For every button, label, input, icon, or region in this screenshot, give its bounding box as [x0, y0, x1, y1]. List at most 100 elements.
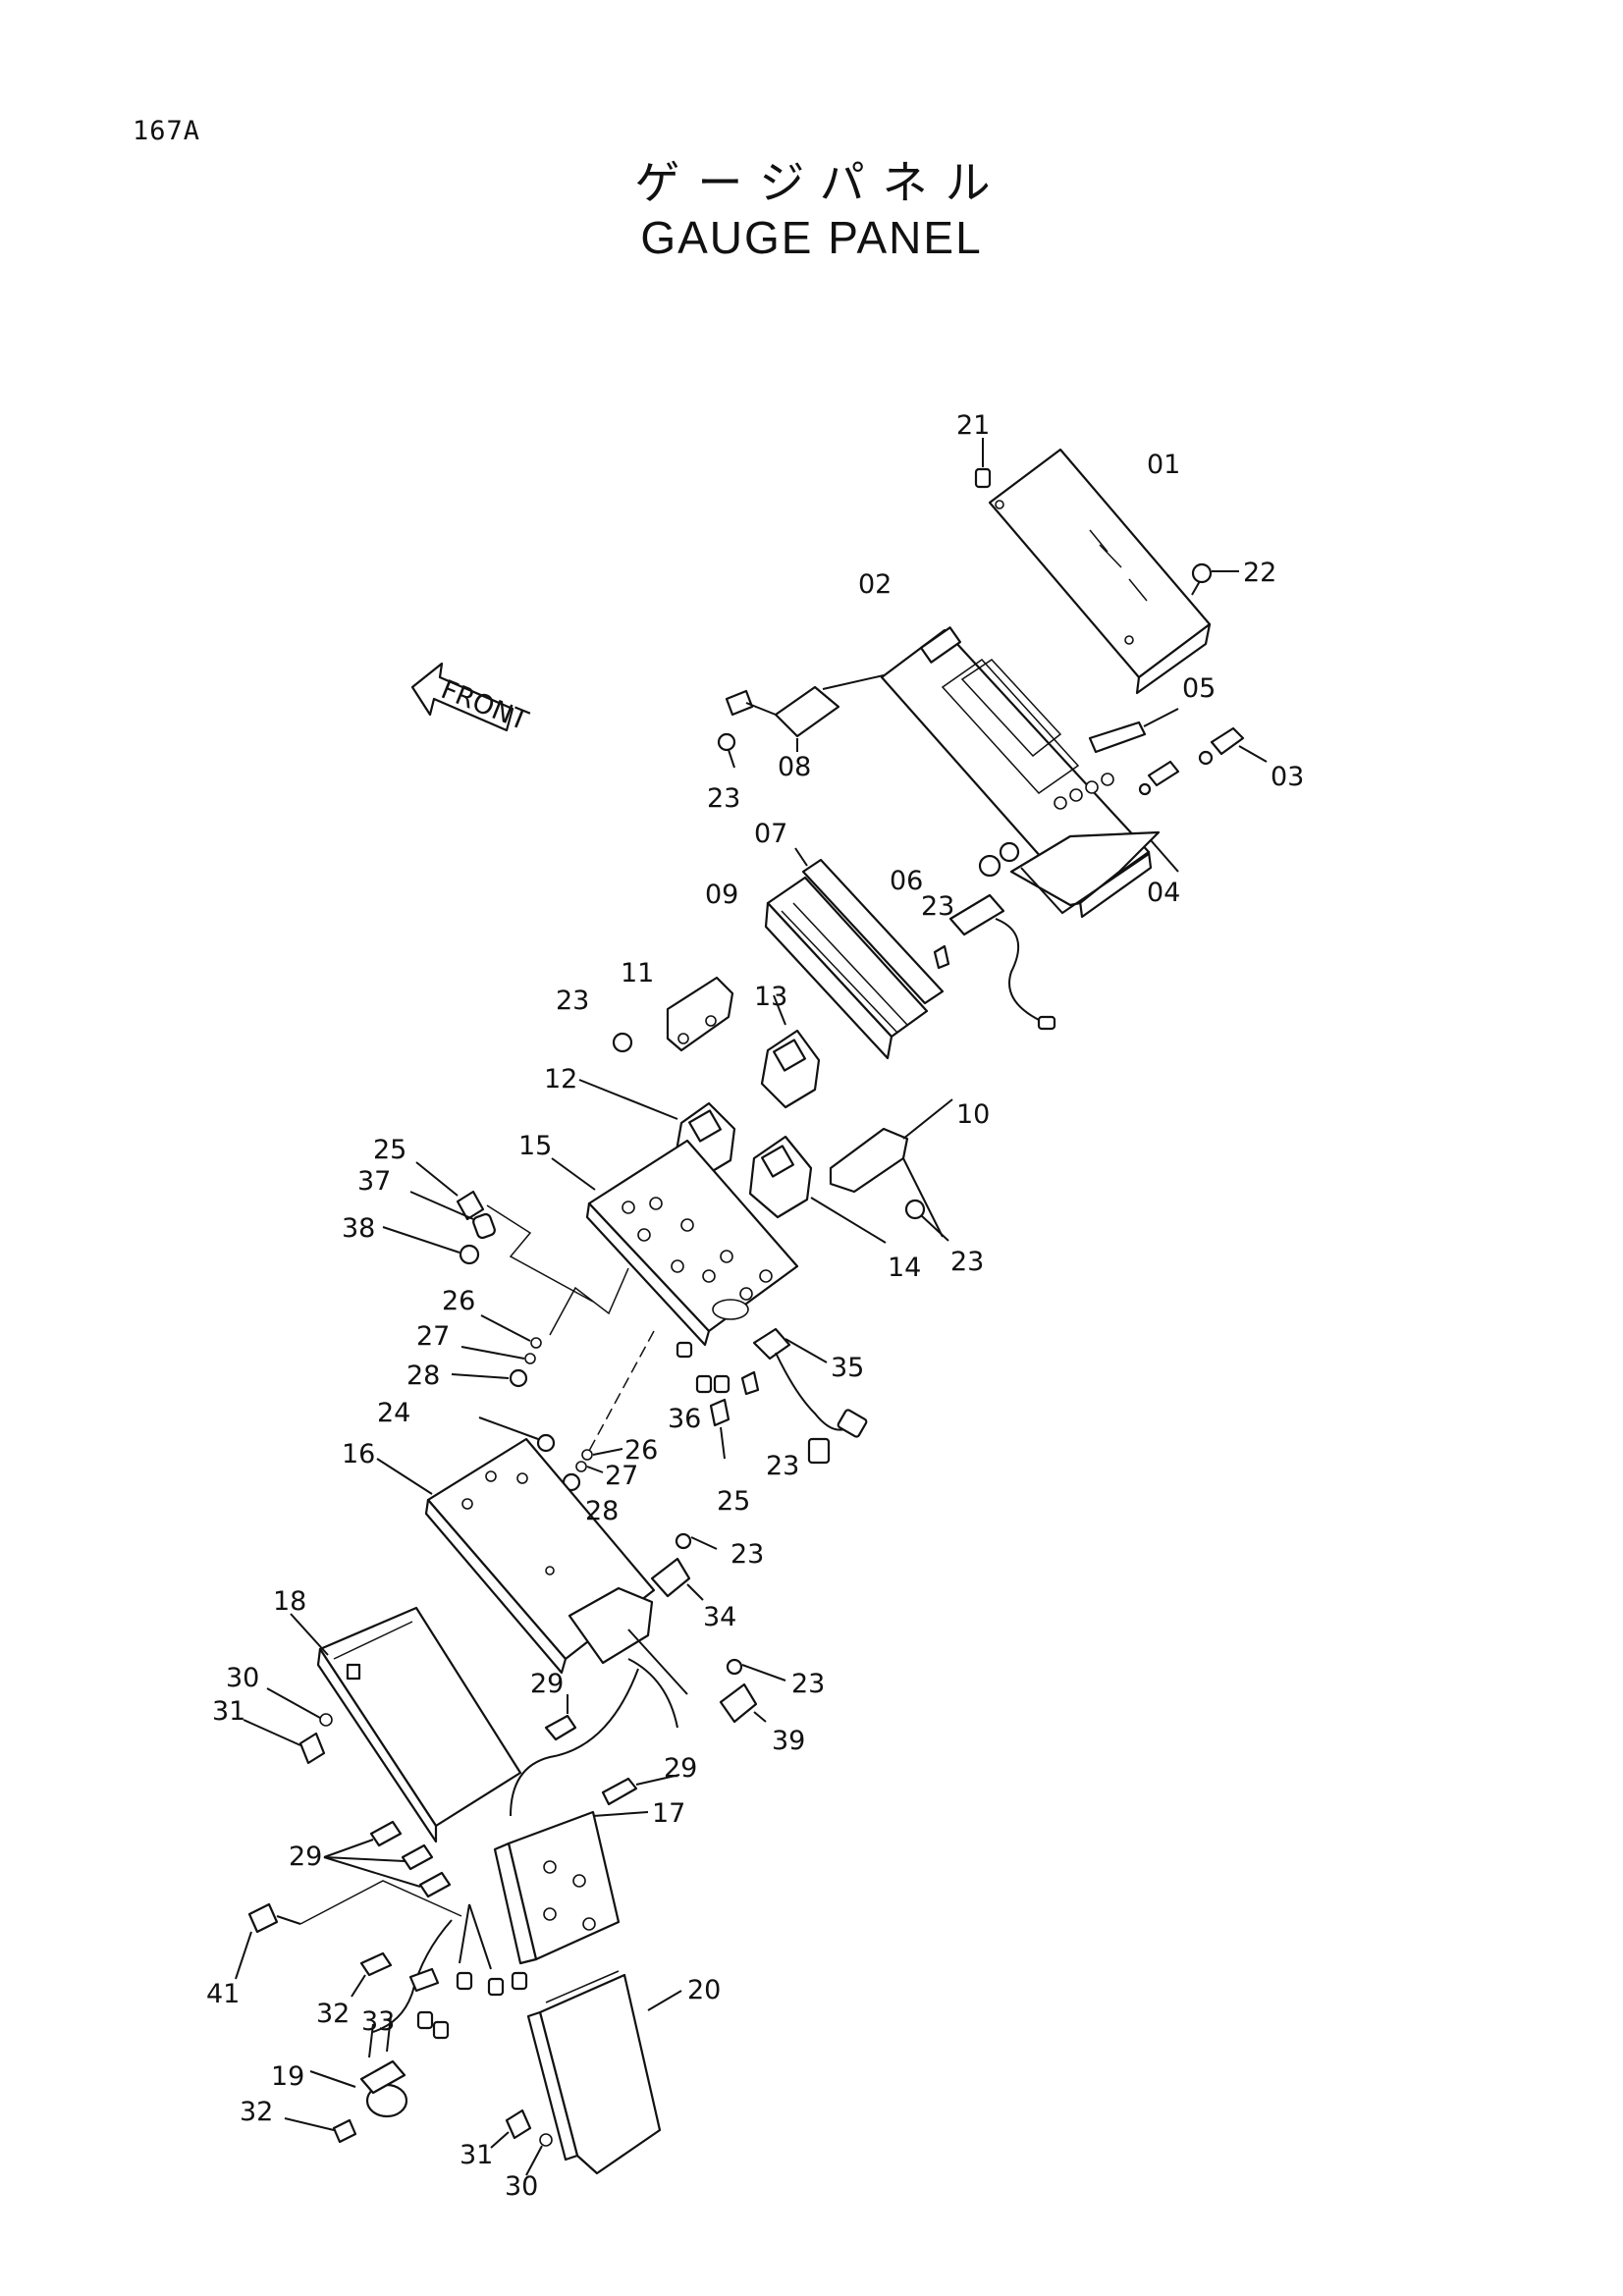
- callout-33: 33: [361, 2006, 395, 2037]
- callout-03: 03: [1271, 762, 1304, 792]
- part-15-main-plate: [551, 1139, 799, 1347]
- callout-27-a: 27: [416, 1321, 450, 1352]
- callout-20: 20: [687, 1975, 721, 2005]
- front-arrow: FRONT: [410, 662, 533, 737]
- part-39-clamp: [627, 1629, 786, 1724]
- part-23-screw-e: [740, 1370, 760, 1396]
- callout-25-b: 25: [717, 1486, 750, 1517]
- part-16-lower-plate: [376, 1437, 678, 1729]
- callout-41: 41: [206, 1979, 240, 2009]
- part-06-connector: [948, 841, 1056, 1031]
- callout-32-a: 32: [316, 1999, 350, 2029]
- title-japanese: ゲージパネル: [634, 156, 1008, 209]
- part-30-washer-b: [525, 2133, 553, 2176]
- callout-07: 07: [754, 819, 787, 849]
- callout-31-b: 31: [460, 2140, 493, 2170]
- callout-35: 35: [831, 1353, 864, 1383]
- callout-38: 38: [342, 1213, 375, 1244]
- part-14-gauge: [748, 1135, 887, 1244]
- callout-21: 21: [956, 410, 990, 441]
- part-30-washer-a: [266, 1687, 333, 1727]
- part-25-screw-a: [415, 1161, 485, 1221]
- part-26-washer-a: [480, 1314, 542, 1349]
- part-17-bracket: [493, 1810, 649, 1965]
- callout-26-b: 26: [624, 1435, 658, 1466]
- part-23-screw-a: [717, 732, 736, 769]
- part-25-screw-b: [709, 1398, 730, 1460]
- callout-23-c: 23: [556, 986, 589, 1016]
- callout-09: 09: [705, 880, 738, 910]
- callout-28-a: 28: [406, 1361, 440, 1391]
- part-23-screw-c: [612, 1032, 633, 1053]
- callout-39: 39: [772, 1726, 805, 1756]
- callout-28-b: 28: [585, 1496, 619, 1526]
- callout-02: 02: [858, 569, 892, 600]
- part-32-bolt-a: [351, 1951, 393, 1998]
- callout-19: 19: [271, 2061, 304, 2092]
- part-31-bolt-a: [243, 1719, 326, 1765]
- part-09-lamp-housing: [764, 876, 929, 1060]
- callout-23-g: 23: [791, 1669, 825, 1699]
- callout-23-a: 23: [707, 783, 740, 814]
- page-number: 167A: [133, 116, 201, 146]
- part-22-screw: [1191, 562, 1239, 596]
- callout-14: 14: [888, 1253, 921, 1283]
- part-31-bolt-b: [490, 2109, 532, 2149]
- part-11-bracket: [666, 976, 734, 1052]
- part-38-nut: [382, 1226, 480, 1265]
- callout-labels: 21 01 22 02 05 03 08 23 04 07 09 06 23 1…: [206, 410, 1304, 2202]
- part-33-harness: [372, 1903, 528, 2040]
- callout-04: 04: [1147, 878, 1180, 908]
- callout-36: 36: [668, 1404, 701, 1434]
- part-13-gauge: [760, 994, 821, 1109]
- callout-08: 08: [778, 752, 811, 782]
- part-07-lamp-cover: [794, 847, 945, 1005]
- callout-11: 11: [621, 958, 654, 988]
- part-02-panel-frame: [880, 626, 1153, 919]
- part-18-box: [290, 1606, 639, 1843]
- callout-30-b: 30: [505, 2171, 538, 2202]
- part-37-cap: [409, 1191, 496, 1240]
- part-34-clamp: [650, 1532, 718, 1601]
- callout-15: 15: [518, 1131, 552, 1161]
- part-29-bolt-c: [323, 1820, 452, 1898]
- callout-37: 37: [357, 1166, 391, 1197]
- part-27-washer-b: [575, 1461, 604, 1473]
- part-21-screw: [974, 438, 992, 489]
- callout-27-b: 27: [605, 1461, 638, 1491]
- callout-18: 18: [273, 1586, 306, 1617]
- part-23-screw-b: [933, 944, 950, 970]
- part-10-bracket: [829, 1098, 953, 1238]
- part-19-switch: [309, 2015, 408, 2118]
- callout-30-a: 30: [226, 1663, 259, 1693]
- part-36-knob: [676, 1341, 730, 1394]
- front-arrow-label: FRONT: [437, 674, 533, 736]
- callout-23-e: 23: [766, 1451, 799, 1481]
- callout-22: 22: [1243, 558, 1276, 588]
- part-05-label: [1088, 708, 1179, 754]
- part-04-housing: [1009, 830, 1179, 915]
- part-26-washer-b: [581, 1448, 623, 1461]
- callout-29-c: 29: [289, 1842, 322, 1872]
- callout-16: 16: [342, 1439, 375, 1469]
- part-28-nut-a: [451, 1368, 528, 1388]
- leader-zigzags: [486, 1204, 655, 1452]
- part-35-harness: [752, 1327, 868, 1465]
- callout-10: 10: [956, 1099, 990, 1130]
- part-24-screw: [478, 1416, 556, 1453]
- part-29-bolt-a: [544, 1694, 577, 1741]
- callout-01: 01: [1147, 450, 1180, 480]
- callout-24: 24: [377, 1398, 410, 1428]
- callout-34: 34: [703, 1602, 736, 1632]
- part-29-bolt-b: [601, 1774, 680, 1806]
- part-23-screw-d: [904, 1199, 949, 1242]
- part-27-washer-a: [460, 1346, 536, 1364]
- callout-32-b: 32: [240, 2097, 273, 2127]
- callout-29-a: 29: [530, 1669, 564, 1699]
- callout-26-a: 26: [442, 1286, 475, 1316]
- callout-12: 12: [544, 1064, 577, 1095]
- part-08-switch: [725, 674, 885, 752]
- callout-25-a: 25: [373, 1135, 406, 1165]
- part-32-bolt-b: [284, 2117, 357, 2144]
